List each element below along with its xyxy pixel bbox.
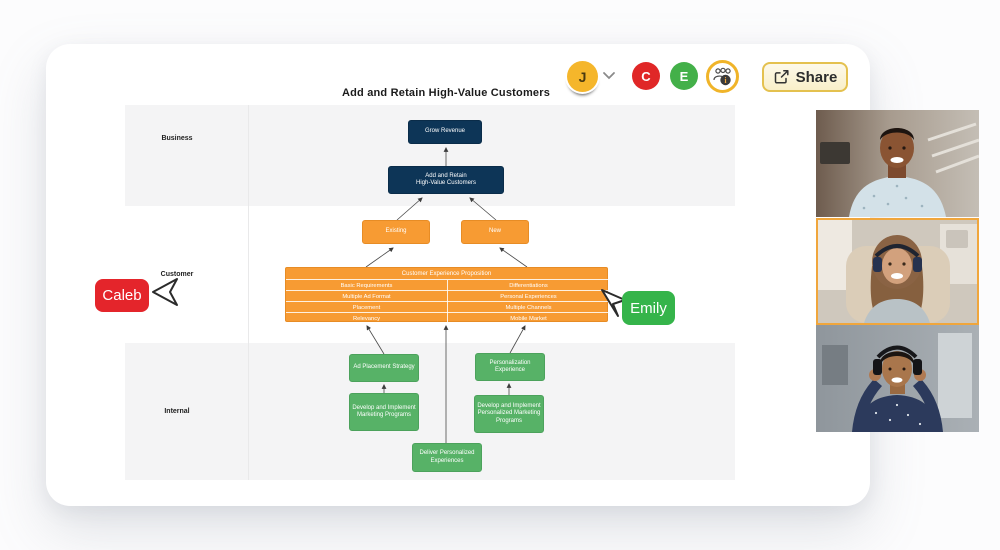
table-cell: Multiple Channels <box>447 301 609 313</box>
node-develop-marketing-programs[interactable]: Develop and Implement Marketing Programs <box>349 393 419 431</box>
node-develop-personalized-programs[interactable]: Develop and Implement Personalized Marke… <box>474 395 544 433</box>
node-deliver-personalized-experiences[interactable]: Deliver Personalized Experiences <box>412 443 482 472</box>
lane-label-customer: Customer <box>160 271 194 278</box>
video-tile-2-active[interactable] <box>816 218 979 325</box>
table-cell: Differentiations <box>447 279 609 291</box>
table-header: Customer Experience Proposition <box>401 270 492 277</box>
node-grow-revenue[interactable]: Grow Revenue <box>408 120 482 144</box>
share-button-label: Share <box>795 68 838 86</box>
node-existing[interactable]: Existing <box>362 220 430 244</box>
table-cell: Relevancy <box>286 312 447 324</box>
participant-portrait <box>816 110 979 217</box>
node-personalization-experience[interactable]: Personalization Experience <box>475 353 545 381</box>
avatar-j[interactable]: J <box>567 61 598 92</box>
people-info-glyph: i <box>713 67 731 86</box>
table-cell: Mobile Market <box>447 312 609 324</box>
table-cell: Personal Experiences <box>447 290 609 302</box>
cursor-arrow-icon-caleb <box>152 278 178 306</box>
table-cell: Basic Requirements <box>286 279 447 291</box>
video-tile-3[interactable] <box>816 325 979 432</box>
lane-header-divider <box>248 105 249 480</box>
node-ad-placement-strategy[interactable]: Ad Placement Strategy <box>349 354 419 382</box>
table-cell: Placement <box>286 301 447 313</box>
lane-label-internal: Internal <box>164 408 190 415</box>
cursor-label-emily: Emily <box>622 291 675 325</box>
diagram-title[interactable]: Add and Retain High-Value Customers <box>341 87 551 99</box>
avatar-c[interactable]: C <box>632 62 660 90</box>
share-icon <box>774 70 789 84</box>
table-cell: Multiple Ad Format <box>286 290 447 302</box>
participant-portrait <box>816 325 979 432</box>
share-button[interactable]: Share <box>762 62 848 92</box>
customer-experience-table[interactable]: Customer Experience Proposition Basic Re… <box>285 267 609 324</box>
node-add-retain[interactable]: Add and Retain High-Value Customers <box>388 166 504 194</box>
node-new[interactable]: New <box>461 220 529 244</box>
collaborators-icon[interactable]: i <box>706 60 739 93</box>
chevron-down-icon[interactable] <box>601 69 617 83</box>
video-tile-1[interactable] <box>816 110 979 217</box>
participant-portrait <box>818 220 977 323</box>
lane-label-business: Business <box>161 135 193 142</box>
info-badge <box>720 74 731 86</box>
avatar-e[interactable]: E <box>670 62 698 90</box>
cursor-arrow-icon-emily <box>601 289 626 317</box>
svg-text:i: i <box>724 76 727 85</box>
cursor-label-caleb: Caleb <box>95 279 149 312</box>
